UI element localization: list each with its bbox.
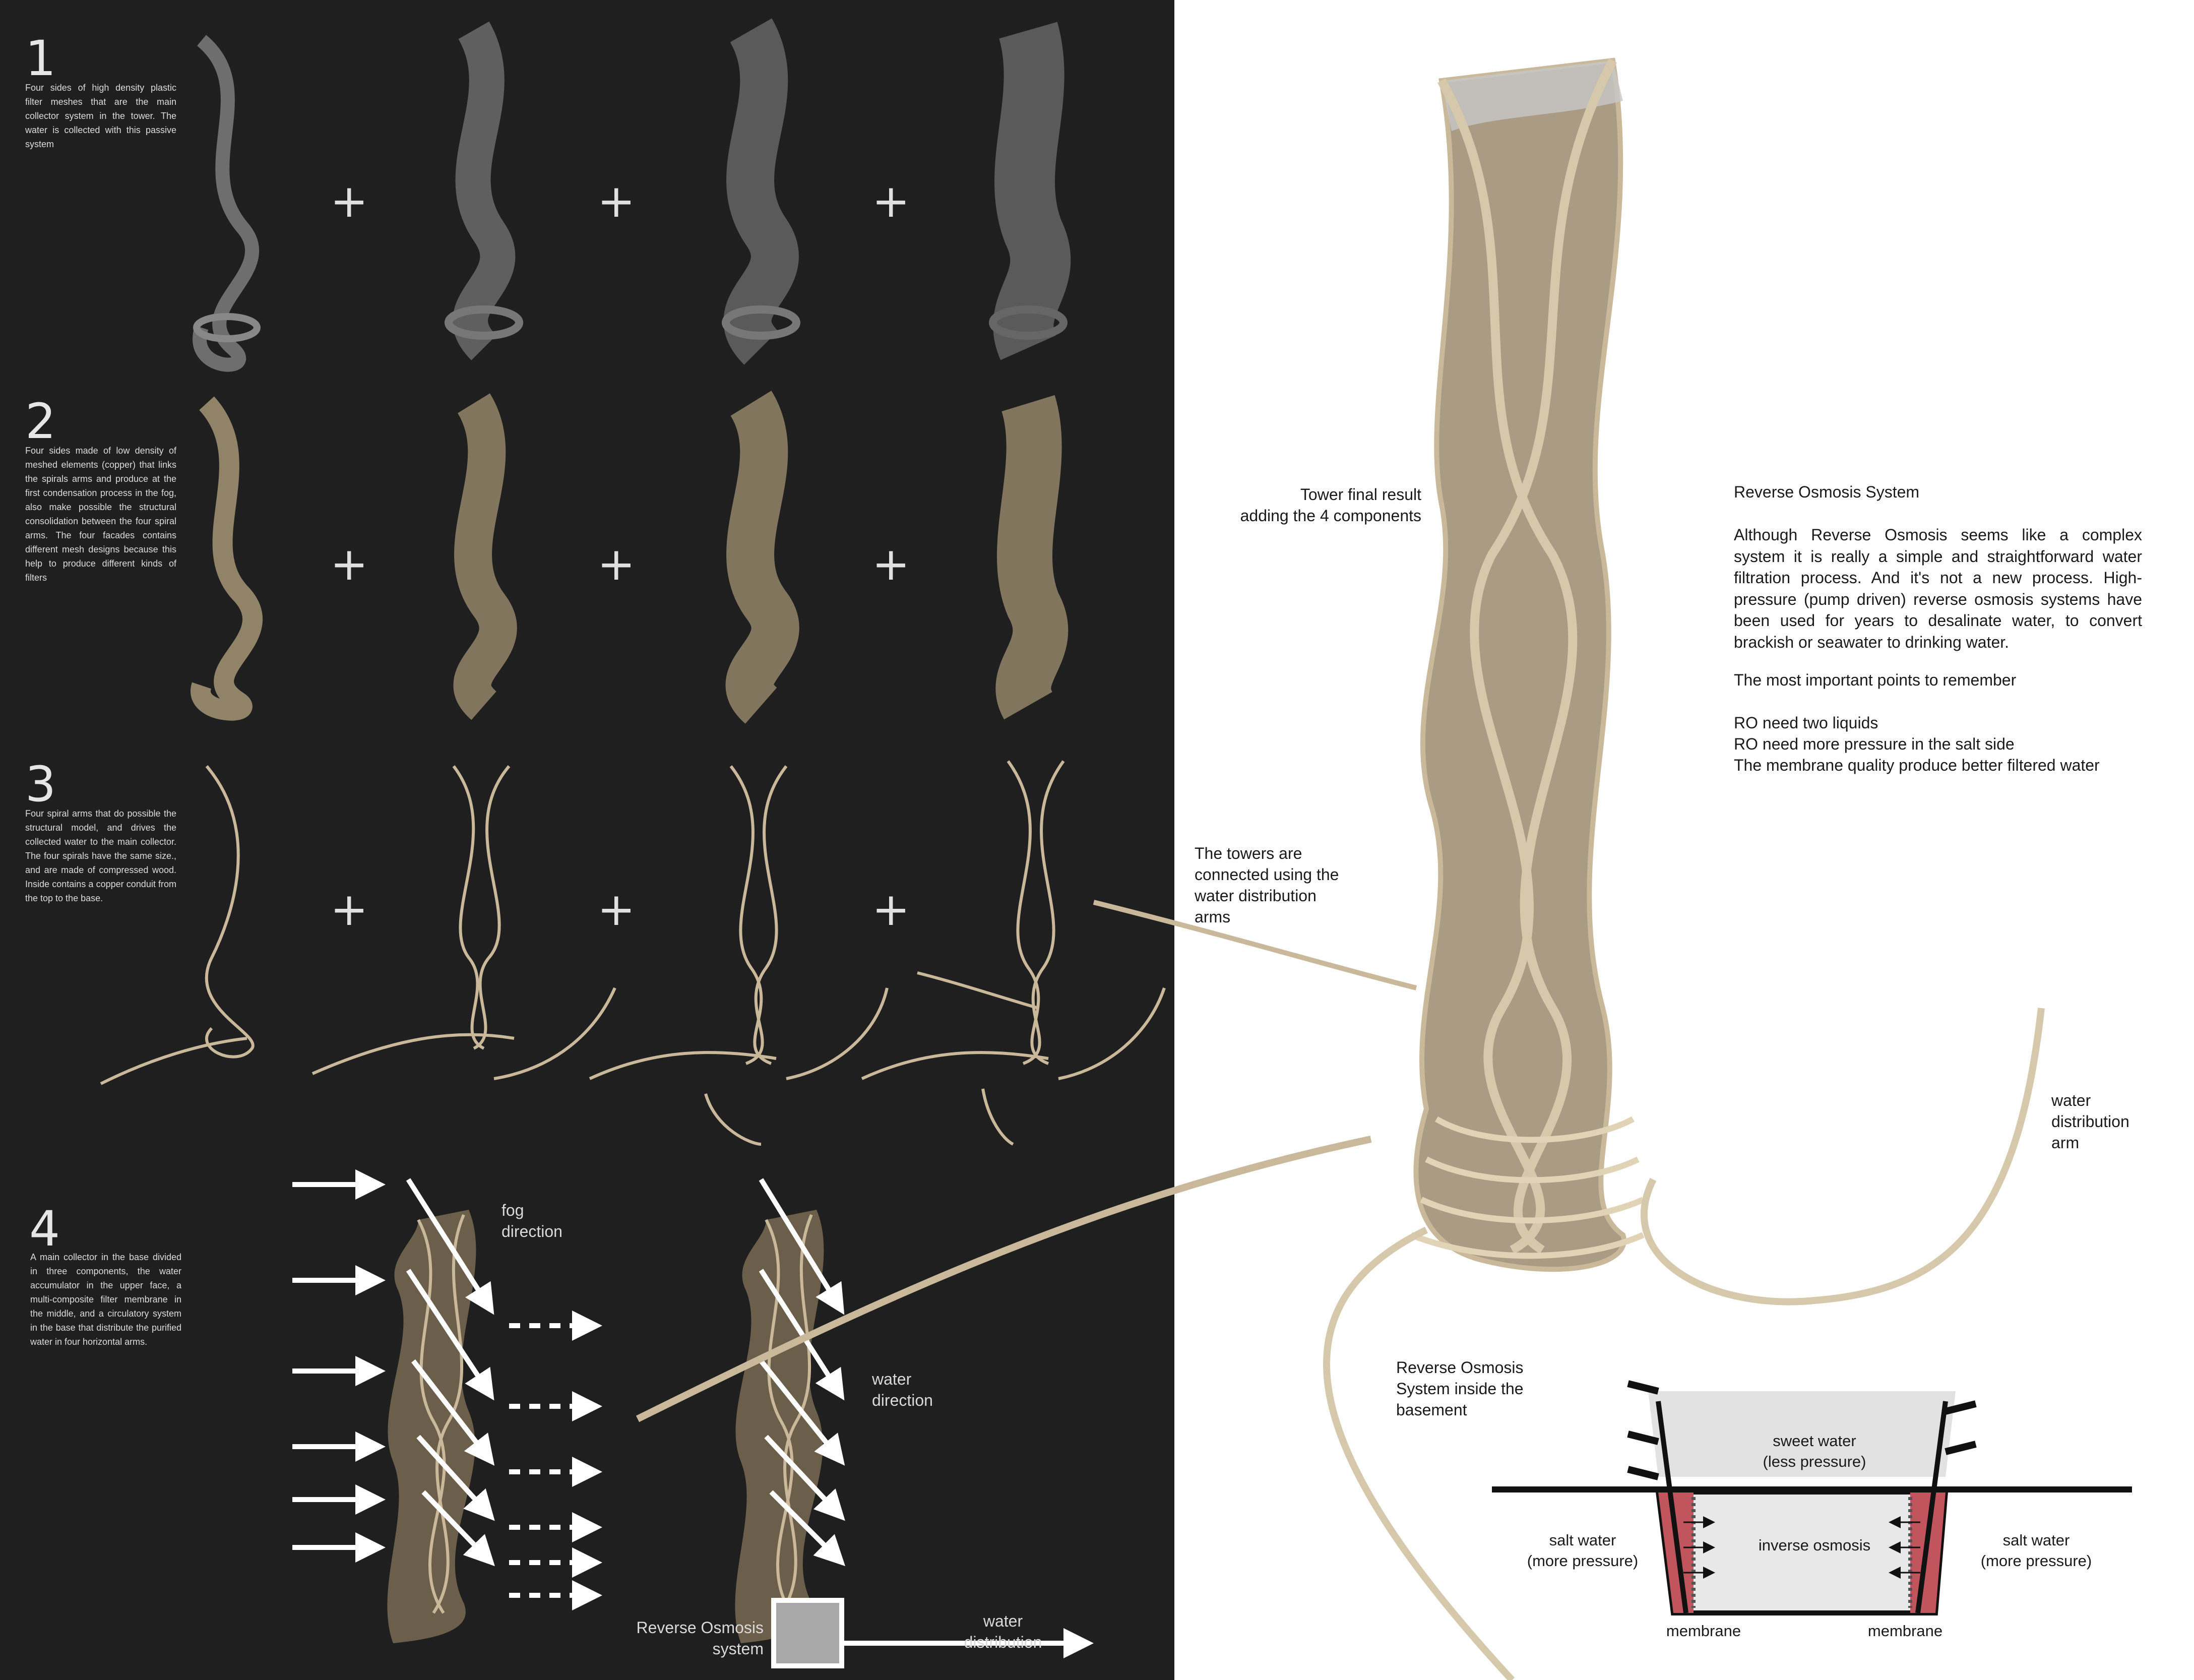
salt-water-left-label: salt water(more pressure) (1527, 1531, 1639, 1570)
plastic-base-3 (722, 305, 800, 340)
plastic-mesh-1 (193, 35, 260, 372)
ro-point-3: The membrane quality produce better filt… (1734, 756, 2100, 774)
row1-plastic-mesh-sequence (193, 18, 1071, 372)
plus-sign: + (330, 883, 368, 936)
membrane-left-label: membrane (1666, 1622, 1741, 1640)
inverse-osmosis-label: inverse osmosis (1758, 1536, 1871, 1554)
plastic-mesh-3 (723, 18, 799, 365)
step-4-number: 4 (29, 1201, 60, 1257)
row2-copper-mesh-sequence (191, 391, 1069, 724)
step-2-description: Four sides made of low density of meshed… (25, 446, 176, 583)
step-2-number: 2 (25, 393, 56, 450)
plastic-base-4 (989, 305, 1068, 340)
spiral-arm-4-a (1007, 760, 1049, 1065)
copper-mesh-3 (725, 391, 799, 724)
plastic-base-1 (193, 313, 261, 342)
plus-sign: + (872, 538, 910, 591)
sweet-water-label: sweet water(less pressure) (1763, 1432, 1866, 1470)
main-tower (1093, 57, 2045, 1680)
plus-sign: + (597, 538, 636, 591)
water-direction-arrows (406, 1178, 846, 1567)
fog-arrows-incoming (292, 1169, 386, 1563)
step-1-description: Four sides of high density plastic filte… (25, 83, 176, 149)
step-1-number: 1 (25, 30, 56, 87)
step4-fog-tower-right (735, 1210, 824, 1643)
spiral-arm-3-b (745, 765, 788, 1065)
spiral-arm-2-b (473, 765, 511, 1050)
plus-sign: + (330, 175, 368, 228)
spiral-arm-4-c (861, 971, 1166, 1146)
copper-mesh-2 (453, 393, 517, 720)
membrane-right-label: membrane (1867, 1622, 1943, 1640)
plus-sign: + (872, 175, 910, 228)
copper-mesh-4 (995, 395, 1069, 720)
plastic-base-2 (445, 305, 523, 340)
salt-water-right-label: salt water(more pressure) (1980, 1531, 2092, 1570)
plus-sign: + (872, 883, 910, 936)
spiral-arm-3-c (589, 987, 889, 1146)
ro-diagram (1492, 1380, 2132, 1615)
ro-wall-right (1915, 1401, 1948, 1613)
ro-title: Reverse Osmosis System (1734, 483, 1920, 501)
step-3-number: 3 (25, 756, 56, 813)
copper-mesh-1 (191, 396, 263, 721)
plus-sign: + (330, 538, 368, 591)
ro-wall-left (1656, 1401, 1688, 1613)
plastic-mesh-4 (993, 22, 1071, 360)
ro-points-title: The most important points to remember (1734, 671, 2017, 689)
spiral-arm-2-c (311, 987, 616, 1080)
plus-sign: + (597, 175, 636, 228)
row3-spiral-arm-sequence (100, 760, 1166, 1146)
step4-fog-tower-left (387, 1210, 476, 1643)
spiral-arm-4-b (1022, 760, 1065, 1065)
distribution-arm-crossing (636, 1136, 1372, 1422)
plastic-mesh-2 (453, 21, 516, 360)
step-3-description: Four spiral arms that do possible the st… (25, 808, 176, 903)
spiral-arm-3-a (729, 765, 772, 1065)
ro-system-box (771, 1598, 844, 1668)
step-4-description: A main collector in the base divided in … (30, 1252, 181, 1347)
plus-sign: + (597, 883, 636, 936)
ro-point-2: RO need more pressure in the salt side (1734, 735, 2015, 753)
spiral-arm-1 (100, 765, 255, 1085)
ro-point-1: RO need two liquids (1734, 714, 1878, 732)
fog-arrows-outgoing (509, 1311, 602, 1610)
ro-body: Although Reverse Osmosis seems like a co… (1734, 526, 2142, 651)
spiral-arm-2-a (452, 765, 485, 1050)
